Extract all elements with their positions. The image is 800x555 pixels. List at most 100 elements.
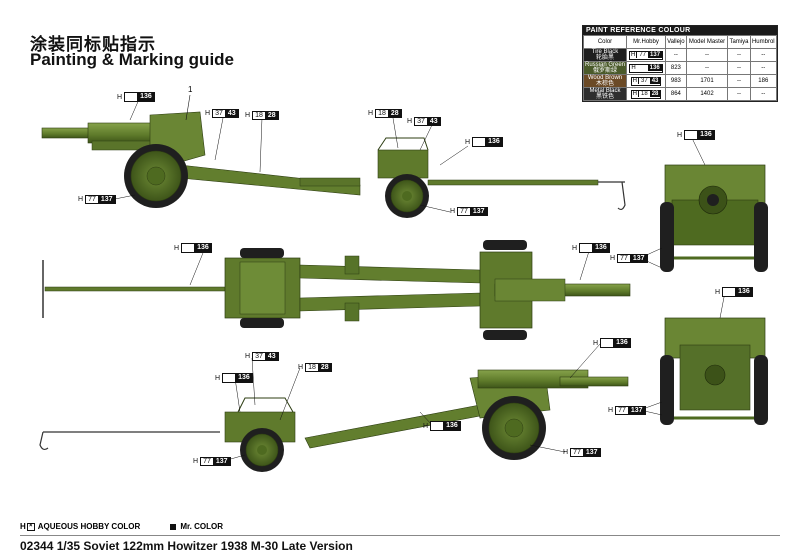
callout-h: H bbox=[245, 112, 251, 119]
chip-aq: 77 bbox=[636, 51, 649, 58]
legend-mr-icon bbox=[170, 523, 177, 530]
color-name: Russian Green bbox=[584, 62, 626, 68]
color-name: Tire Black bbox=[591, 49, 619, 55]
paint-callout: H 136 bbox=[465, 137, 503, 147]
callout-mr: 137 bbox=[628, 407, 645, 414]
color-name-cn: 俄罗斯绿 bbox=[592, 68, 617, 74]
color-name-cn: 轮胎黑 bbox=[595, 55, 614, 61]
callout-mr: 136 bbox=[614, 339, 630, 347]
callout-mr: 136 bbox=[236, 374, 252, 382]
callout-h: H bbox=[117, 93, 123, 101]
callout-h: H bbox=[245, 353, 251, 360]
callout-h: H bbox=[465, 138, 471, 146]
callout-empty bbox=[580, 244, 594, 252]
callout-h: H bbox=[563, 449, 569, 456]
legend-aqueous-label: AQUEOUS HOBBY COLOR bbox=[37, 522, 141, 531]
chip-h: H bbox=[630, 51, 636, 58]
chip-aq: 18 bbox=[638, 90, 650, 97]
callout-mr: 136 bbox=[444, 422, 460, 430]
callout-aq: 18 bbox=[306, 364, 319, 371]
callout-h: H bbox=[205, 110, 211, 117]
callout-mr: 137 bbox=[630, 255, 647, 262]
callout-mr: 136 bbox=[698, 131, 714, 139]
callout-mr: 28 bbox=[265, 112, 278, 119]
side-view-towed-top: 1 bbox=[41, 85, 626, 218]
legend-h: H bbox=[20, 522, 26, 531]
paint-reference-table: PAINT REFERENCE COLOUR Color Mr.Hobby Va… bbox=[582, 25, 778, 102]
rear-view-limber bbox=[660, 317, 768, 425]
callout-aq: 37 bbox=[253, 353, 266, 360]
callout-mr: 43 bbox=[225, 110, 238, 117]
chip-h: H bbox=[632, 77, 637, 84]
callout-aq: 77 bbox=[201, 458, 214, 465]
legend-mr-label: Mr. COLOR bbox=[180, 522, 223, 531]
legend-aqueous-icon: × bbox=[26, 522, 35, 531]
model-master-code: 1402 bbox=[685, 87, 729, 101]
callout-mr: 43 bbox=[265, 353, 278, 360]
callout-h: H bbox=[593, 339, 599, 347]
callout-mr: 137 bbox=[583, 449, 600, 456]
title-english: Painting & Marking guide bbox=[30, 50, 235, 69]
callout-h: H bbox=[193, 458, 199, 465]
paint-callout: H 136 bbox=[677, 130, 715, 140]
footer-divider bbox=[20, 535, 780, 536]
paint-callout: H 136 bbox=[117, 92, 155, 102]
paint-callout: H 136 bbox=[593, 338, 631, 348]
callout-h: H bbox=[215, 374, 221, 382]
part-number-label: 1 bbox=[188, 85, 193, 94]
callout-aq: 37 bbox=[415, 118, 428, 125]
callout-h: H bbox=[610, 255, 616, 262]
callout-empty bbox=[431, 422, 445, 430]
chip-h: H bbox=[631, 64, 636, 71]
callout-mr: 137 bbox=[470, 208, 487, 215]
chip-mr: 28 bbox=[649, 90, 661, 97]
callout-empty bbox=[182, 244, 196, 252]
callout-h: H bbox=[715, 288, 721, 296]
callout-mr: 137 bbox=[98, 196, 115, 203]
callout-mr: 136 bbox=[138, 93, 154, 101]
callout-mr: 28 bbox=[318, 364, 331, 371]
callout-empty bbox=[473, 138, 487, 146]
callout-h: H bbox=[677, 131, 683, 139]
chip-mr: 137 bbox=[648, 51, 663, 58]
callout-h: H bbox=[450, 208, 456, 215]
title-chinese: 涂装同标贴指示 bbox=[30, 35, 156, 55]
legend-mr: Mr. COLOR bbox=[170, 522, 223, 531]
callout-aq: 18 bbox=[376, 110, 389, 117]
legend-aqueous: H×AQUEOUS HOBBY COLOR bbox=[20, 522, 140, 531]
callout-h: H bbox=[174, 244, 180, 252]
callout-h: H bbox=[78, 196, 84, 203]
callout-mr: 136 bbox=[486, 138, 502, 146]
humbrol-code: -- bbox=[749, 87, 778, 101]
callout-aq: 77 bbox=[86, 196, 99, 203]
callout-aq: 18 bbox=[253, 112, 266, 119]
callout-aq: 77 bbox=[618, 255, 631, 262]
callout-h: H bbox=[608, 407, 614, 414]
color-name-cn: 木棕色 bbox=[595, 81, 614, 87]
callout-h: H bbox=[572, 244, 578, 252]
callout-mr: 28 bbox=[388, 110, 401, 117]
callout-empty bbox=[723, 288, 737, 296]
chip-h: H bbox=[632, 90, 637, 97]
callout-empty bbox=[223, 374, 237, 382]
callout-aq: 37 bbox=[213, 110, 226, 117]
color-name: Metal Black bbox=[589, 88, 621, 94]
